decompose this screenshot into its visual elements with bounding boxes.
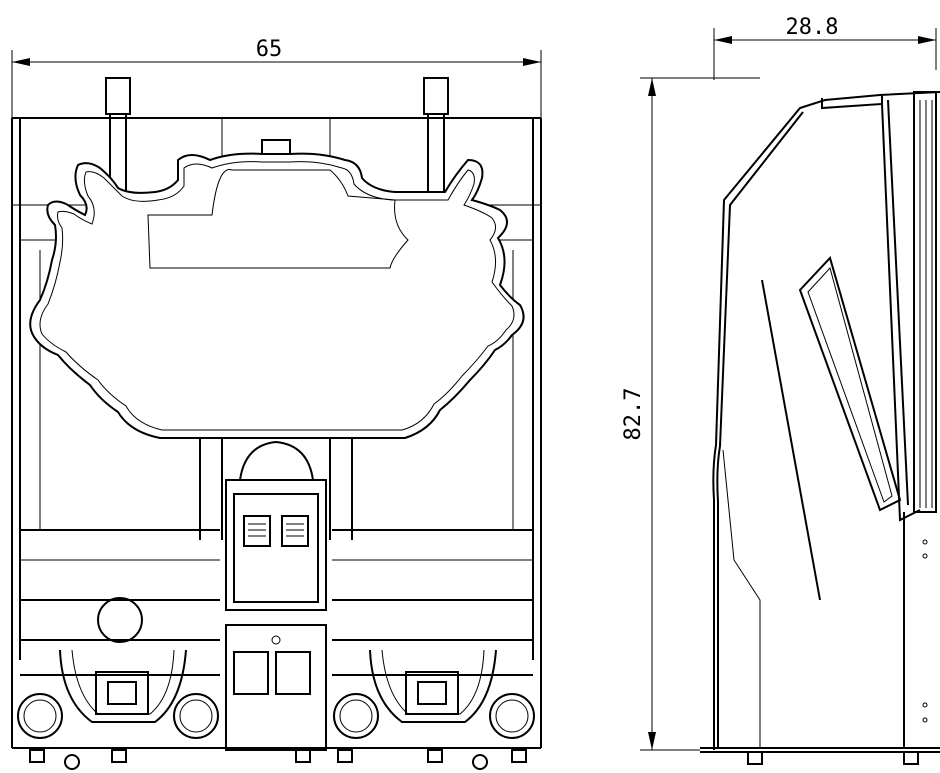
depth-dimension: 28.8 <box>713 15 937 80</box>
front-view: 65 <box>11 37 542 770</box>
depth-label: 28.8 <box>786 15 839 40</box>
width-label: 65 <box>256 37 283 62</box>
speaker-left-2 <box>173 693 219 739</box>
speaker-right-1 <box>333 693 379 739</box>
height-dimension: 82.7 <box>621 77 760 751</box>
front-feet <box>29 749 527 770</box>
height-label: 82.7 <box>621 388 646 441</box>
lower-cabinet <box>11 529 542 770</box>
side-feet <box>747 751 919 765</box>
side-view: 28.8 82.7 <box>621 15 940 765</box>
width-dimension: 65 <box>11 37 542 120</box>
side-cabinet-profile <box>712 91 940 750</box>
speaker-right-2 <box>489 693 535 739</box>
marquee-panel <box>29 152 525 439</box>
center-column <box>199 438 353 751</box>
speaker-left-1 <box>17 693 63 739</box>
